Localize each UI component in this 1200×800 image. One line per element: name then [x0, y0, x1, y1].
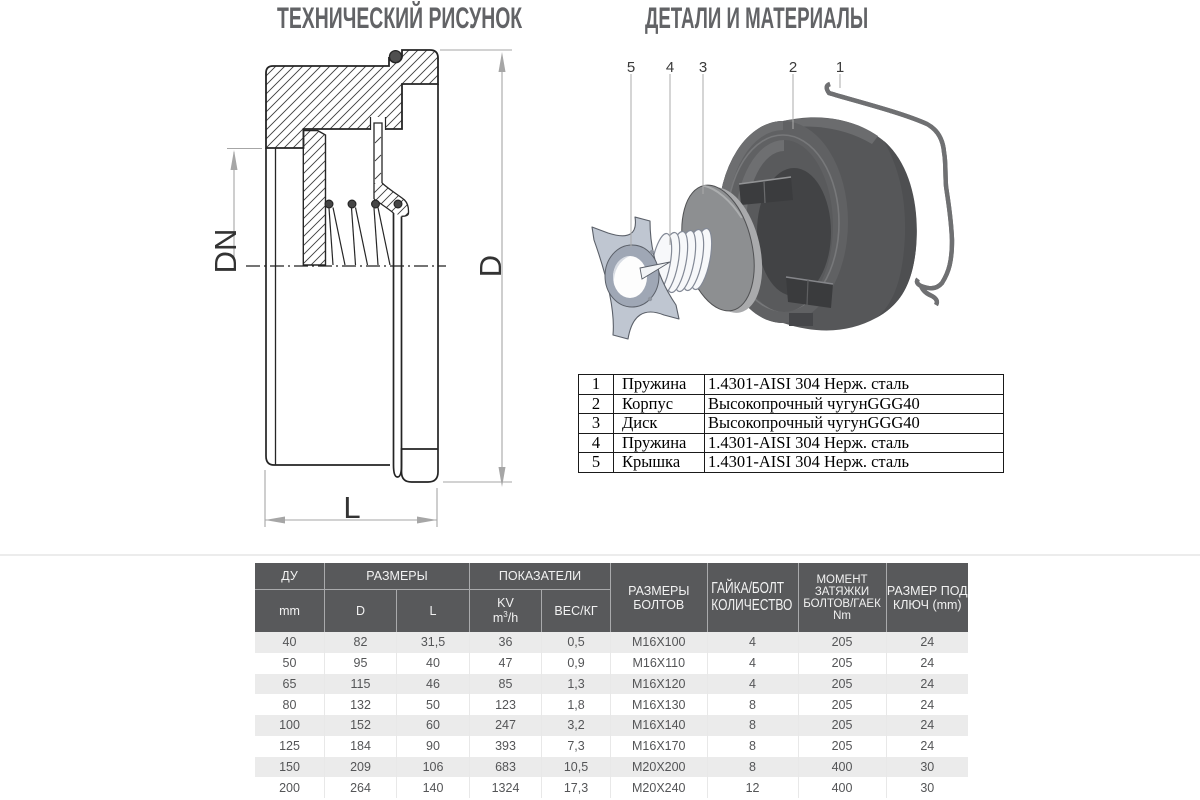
svg-text:D: D [473, 255, 508, 277]
svg-text:3: 3 [699, 59, 707, 76]
svg-text:5: 5 [627, 59, 635, 76]
svg-text:1: 1 [836, 59, 844, 76]
svg-text:DN: DN [208, 229, 243, 274]
svg-text:4: 4 [666, 59, 674, 76]
svg-text:L: L [343, 490, 360, 525]
svg-text:2: 2 [789, 59, 797, 76]
